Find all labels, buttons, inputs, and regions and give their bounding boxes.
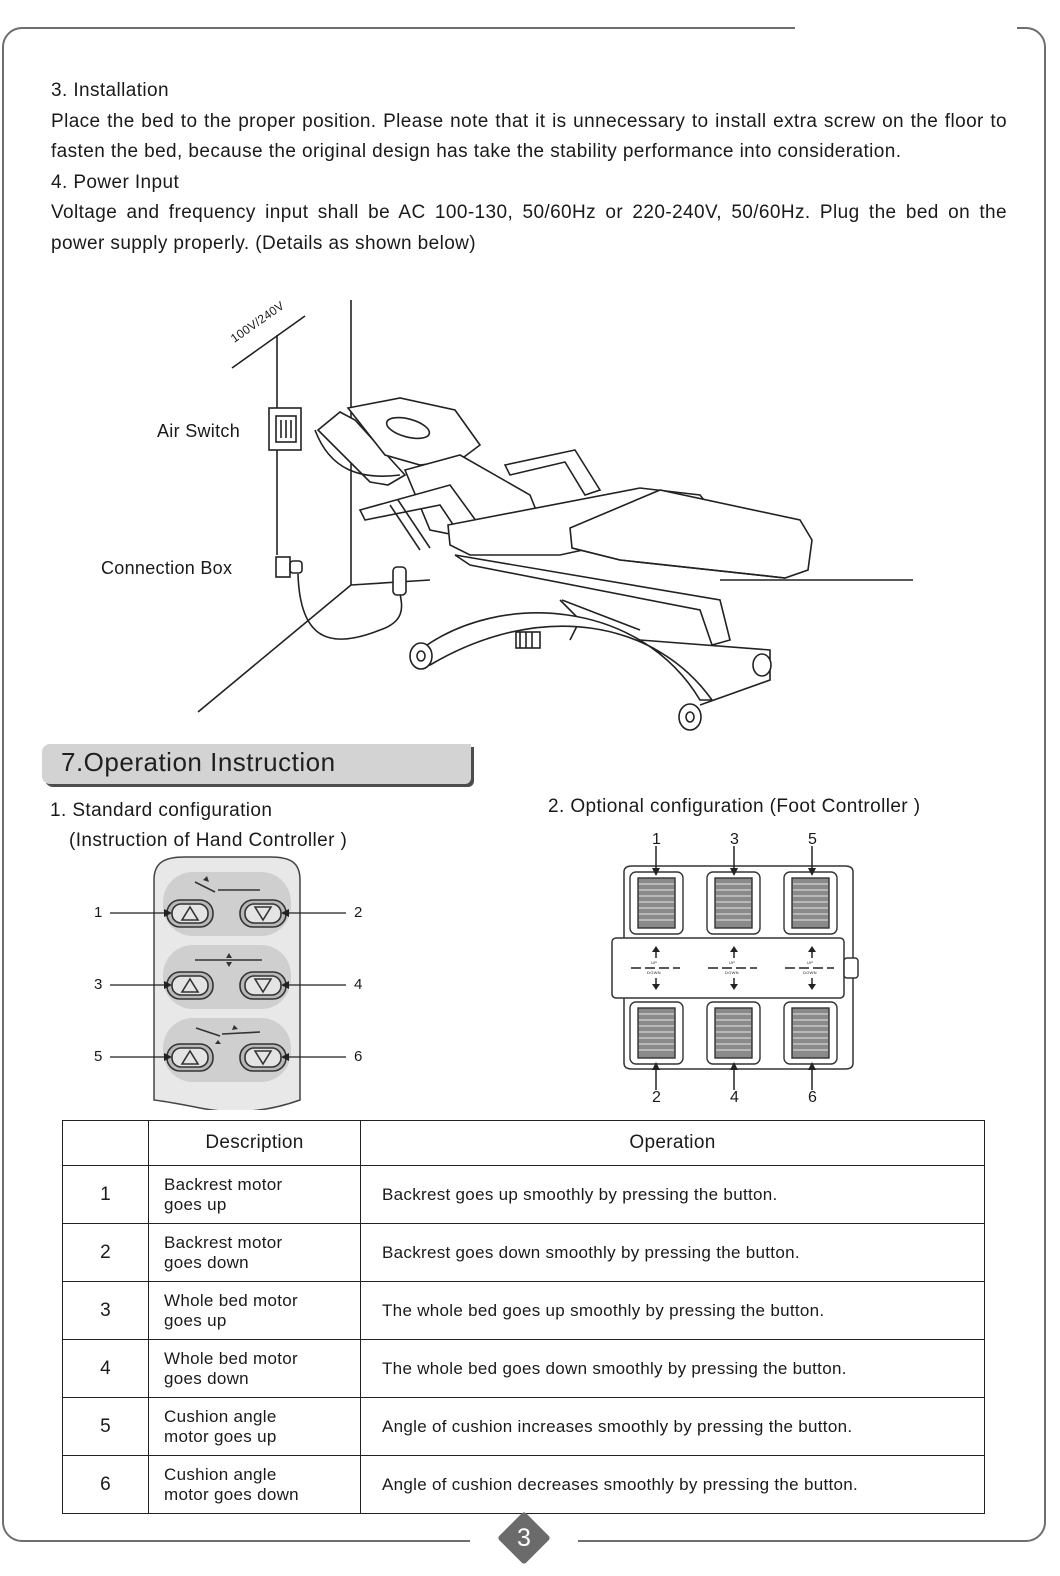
page-number: 3 bbox=[517, 1524, 531, 1552]
callout-6: 6 bbox=[354, 1048, 363, 1065]
description-line: goes down bbox=[164, 1368, 249, 1388]
row-operation: The whole bed goes down smoothly by pres… bbox=[360, 1339, 985, 1398]
foot-callout-5: 5 bbox=[808, 831, 818, 848]
standard-config-subtitle: (Instruction of Hand Controller ) bbox=[69, 830, 348, 851]
foot-down-label: DOWN bbox=[725, 970, 739, 975]
description-line: Whole bed motor bbox=[164, 1348, 298, 1368]
foot-down-label: DOWN bbox=[647, 970, 661, 975]
foot-callout-6: 6 bbox=[808, 1089, 818, 1106]
section-header: 7.Operation Instruction bbox=[42, 744, 471, 784]
installation-text: 3. Installation Place the bed to the pro… bbox=[51, 76, 1007, 260]
table-header: Operation bbox=[360, 1120, 985, 1166]
foot-up-label: UP bbox=[807, 960, 814, 965]
callout-1: 1 bbox=[94, 904, 103, 921]
bed-installation-illustration bbox=[197, 300, 913, 731]
hand-controller-illustration bbox=[110, 856, 346, 1110]
description-line: Backrest motor bbox=[164, 1174, 283, 1194]
page-number-badge: 3 bbox=[497, 1511, 551, 1565]
foot-up-label: UP bbox=[651, 960, 658, 965]
description-line: Backrest motor bbox=[164, 1232, 283, 1252]
callout-5: 5 bbox=[94, 1048, 103, 1065]
installation-body: Place the bed to the proper position. Pl… bbox=[51, 110, 1007, 163]
table-header: Description bbox=[148, 1120, 361, 1166]
row-number: 4 bbox=[62, 1339, 149, 1398]
row-number: 6 bbox=[62, 1455, 149, 1514]
callout-4: 4 bbox=[354, 976, 363, 993]
description-line: Whole bed motor bbox=[164, 1290, 298, 1310]
description-line: goes up bbox=[164, 1310, 227, 1330]
frame-gap bbox=[795, 20, 1017, 34]
description-line: goes up bbox=[164, 1194, 227, 1214]
description-line: motor goes up bbox=[164, 1426, 277, 1446]
power-body: Voltage and frequency input shall be AC … bbox=[51, 202, 1007, 254]
table-header-row: Description Operation bbox=[62, 1120, 985, 1166]
optional-config-title: 2. Optional configuration (Foot Controll… bbox=[548, 796, 921, 817]
description-line: Cushion angle bbox=[164, 1464, 277, 1484]
description-line: motor goes down bbox=[164, 1484, 299, 1504]
row-number: 5 bbox=[62, 1397, 149, 1456]
row-operation: Angle of cushion increases smoothly by p… bbox=[360, 1397, 985, 1456]
connection-box-label: Connection Box bbox=[101, 558, 233, 578]
installation-heading: 3. Installation bbox=[51, 80, 169, 101]
table-header bbox=[62, 1120, 149, 1166]
row-number: 1 bbox=[62, 1165, 149, 1224]
callout-3: 3 bbox=[94, 976, 103, 993]
description-line: goes down bbox=[164, 1252, 249, 1272]
section-title: 7.Operation Instruction bbox=[61, 747, 336, 777]
callout-2: 2 bbox=[354, 904, 363, 921]
air-switch-label: Air Switch bbox=[157, 421, 241, 441]
row-operation: Angle of cushion decreases smoothly by p… bbox=[360, 1455, 985, 1514]
foot-up-label: UP bbox=[729, 960, 736, 965]
foot-controller-illustration bbox=[611, 846, 859, 1090]
row-operation: The whole bed goes up smoothly by pressi… bbox=[360, 1281, 985, 1340]
foot-callout-2: 2 bbox=[652, 1089, 662, 1106]
standard-config-heading: 1. Standard configuration (Instruction o… bbox=[50, 796, 347, 856]
foot-down-label: DOWN bbox=[803, 970, 817, 975]
foot-callout-4: 4 bbox=[730, 1089, 740, 1106]
row-number: 2 bbox=[62, 1223, 149, 1282]
foot-callout-1: 1 bbox=[652, 831, 662, 848]
standard-config-title: 1. Standard configuration bbox=[50, 800, 273, 821]
power-heading: 4. Power Input bbox=[51, 171, 180, 193]
row-operation: Backrest goes down smoothly by pressing … bbox=[360, 1223, 985, 1282]
foot-callout-3: 3 bbox=[730, 831, 740, 848]
description-line: Cushion angle bbox=[164, 1406, 277, 1426]
row-number: 3 bbox=[62, 1281, 149, 1340]
row-operation: Backrest goes up smoothly by pressing th… bbox=[360, 1165, 985, 1224]
